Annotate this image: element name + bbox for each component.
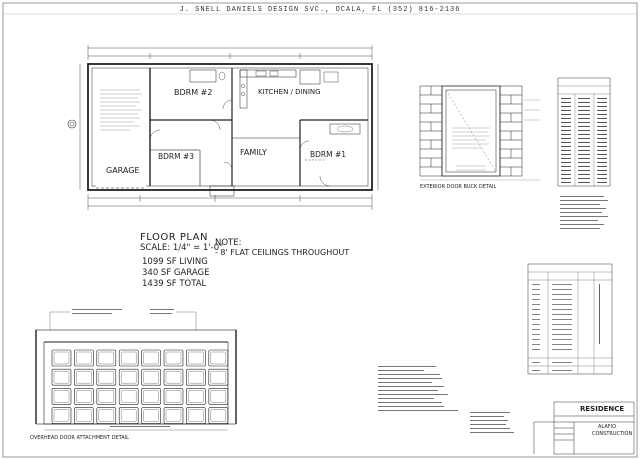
- door-panel-inset: [121, 390, 137, 403]
- area-total: 1439 SF TOTAL: [142, 279, 207, 289]
- door-panel-inset: [53, 351, 70, 365]
- title-block-residence: RESIDENCE: [580, 405, 625, 413]
- sheet-header: J. SNELL DANIELS DESIGN SVC., OCALA, FL …: [179, 6, 461, 14]
- door-panel: [186, 349, 206, 367]
- door-panel: [51, 349, 72, 367]
- door-panel-inset: [53, 371, 70, 384]
- door-panel-inset: [98, 409, 114, 422]
- door-panel-inset: [143, 371, 159, 384]
- door-panel-inset: [98, 351, 114, 365]
- room-label-bdrm2: BDRM #2: [174, 88, 213, 97]
- room-label-bdrm3: BDRM #3: [158, 152, 195, 161]
- notes-heading: NOTE:: [215, 238, 242, 248]
- door-panel: [96, 349, 117, 367]
- overhead-door-caption: OVERHEAD DOOR ATTACHMENT DETAIL: [30, 435, 129, 441]
- door-panel-inset: [188, 371, 204, 384]
- door-panel-inset: [143, 351, 159, 365]
- door-panel-inset: [76, 351, 92, 365]
- door-panel-inset: [165, 351, 182, 365]
- door-panel: [74, 407, 94, 424]
- floor-plan-drawing: [67, 45, 379, 210]
- door-panel: [74, 368, 94, 386]
- door-panel: [51, 407, 72, 424]
- room-label-kitchen: KITCHEN / DINING: [258, 88, 321, 96]
- door-panel: [74, 349, 94, 367]
- engineer-stamp-lines: [470, 412, 514, 433]
- door-panel-inset: [188, 351, 204, 365]
- door-panel: [141, 388, 161, 405]
- door-panel: [186, 368, 206, 386]
- door-panel: [96, 368, 117, 386]
- door-panel-inset: [76, 371, 92, 384]
- door-panel: [141, 368, 161, 386]
- door-buck-drawing: [419, 85, 540, 181]
- room-label-garage: GARAGE: [106, 166, 140, 175]
- door-panel-inset: [121, 409, 137, 422]
- door-panel: [186, 407, 206, 424]
- lintel-table-drawing: [557, 77, 611, 187]
- title-block-builder-2: CONSTRUCTION: [592, 431, 633, 437]
- door-panel: [141, 349, 161, 367]
- door-panel-inset: [210, 390, 226, 403]
- door-panel-inset: [165, 390, 182, 403]
- overhead-door-notes: [72, 309, 174, 427]
- door-panel-inset: [210, 409, 226, 422]
- door-panel-inset: [143, 409, 159, 422]
- door-panel: [96, 407, 117, 424]
- title-block-builder-1: ALAFIO: [598, 424, 617, 430]
- area-living: 1099 SF LIVING: [142, 257, 208, 267]
- door-panel: [118, 407, 139, 424]
- door-panel: [208, 388, 229, 405]
- door-panel-inset: [76, 409, 92, 422]
- door-panel: [163, 388, 184, 405]
- title-block-frame: [533, 401, 635, 455]
- overhead-door-drawing: [35, 311, 237, 431]
- door-panel-inset: [143, 390, 159, 403]
- door-panel: [163, 349, 184, 367]
- door-panel: [74, 388, 94, 405]
- door-panel-inset: [76, 390, 92, 403]
- door-panel: [163, 368, 184, 386]
- door-panel-inset: [165, 409, 182, 422]
- general-notes-lines: [378, 366, 458, 411]
- door-panel: [118, 349, 139, 367]
- door-panel: [163, 407, 184, 424]
- door-panel-inset: [121, 371, 137, 384]
- door-panel: [208, 349, 229, 367]
- floor-plan-title: FLOOR PLAN: [140, 232, 208, 243]
- door-panel-inset: [53, 409, 70, 422]
- room-label-bdrm1: BDRM #1: [310, 150, 347, 159]
- area-garage: 340 SF GARAGE: [142, 268, 210, 278]
- door-buck-caption: EXTERIOR DOOR BUCK DETAIL: [420, 184, 497, 190]
- door-panel-inset: [98, 371, 114, 384]
- floor-plan-scale: SCALE: 1/4" = 1'-0": [140, 243, 224, 253]
- notes-line-ceilings: - 8' FLAT CEILINGS THROUGHOUT: [215, 248, 350, 257]
- door-panel: [208, 407, 229, 424]
- door-panel: [96, 388, 117, 405]
- door-panel: [51, 368, 72, 386]
- door-panel: [208, 368, 229, 386]
- door-panel-inset: [53, 390, 70, 403]
- opening-schedule-rows: [532, 284, 600, 371]
- door-panel-inset: [188, 409, 204, 422]
- overhead-door-panels: [51, 349, 229, 424]
- door-panel-inset: [98, 390, 114, 403]
- door-panel: [141, 407, 161, 424]
- door-panel: [118, 388, 139, 405]
- lintel-table-rows: [560, 98, 608, 229]
- door-panel-inset: [121, 351, 137, 365]
- opening-schedule-drawing: [527, 263, 613, 375]
- door-panel-inset: [210, 351, 226, 365]
- door-panel-inset: [210, 371, 226, 384]
- door-panel-inset: [188, 390, 204, 403]
- door-panel: [186, 388, 206, 405]
- door-panel: [118, 368, 139, 386]
- door-panel-inset: [165, 371, 182, 384]
- room-label-family: FAMILY: [240, 148, 267, 157]
- door-panel: [51, 388, 72, 405]
